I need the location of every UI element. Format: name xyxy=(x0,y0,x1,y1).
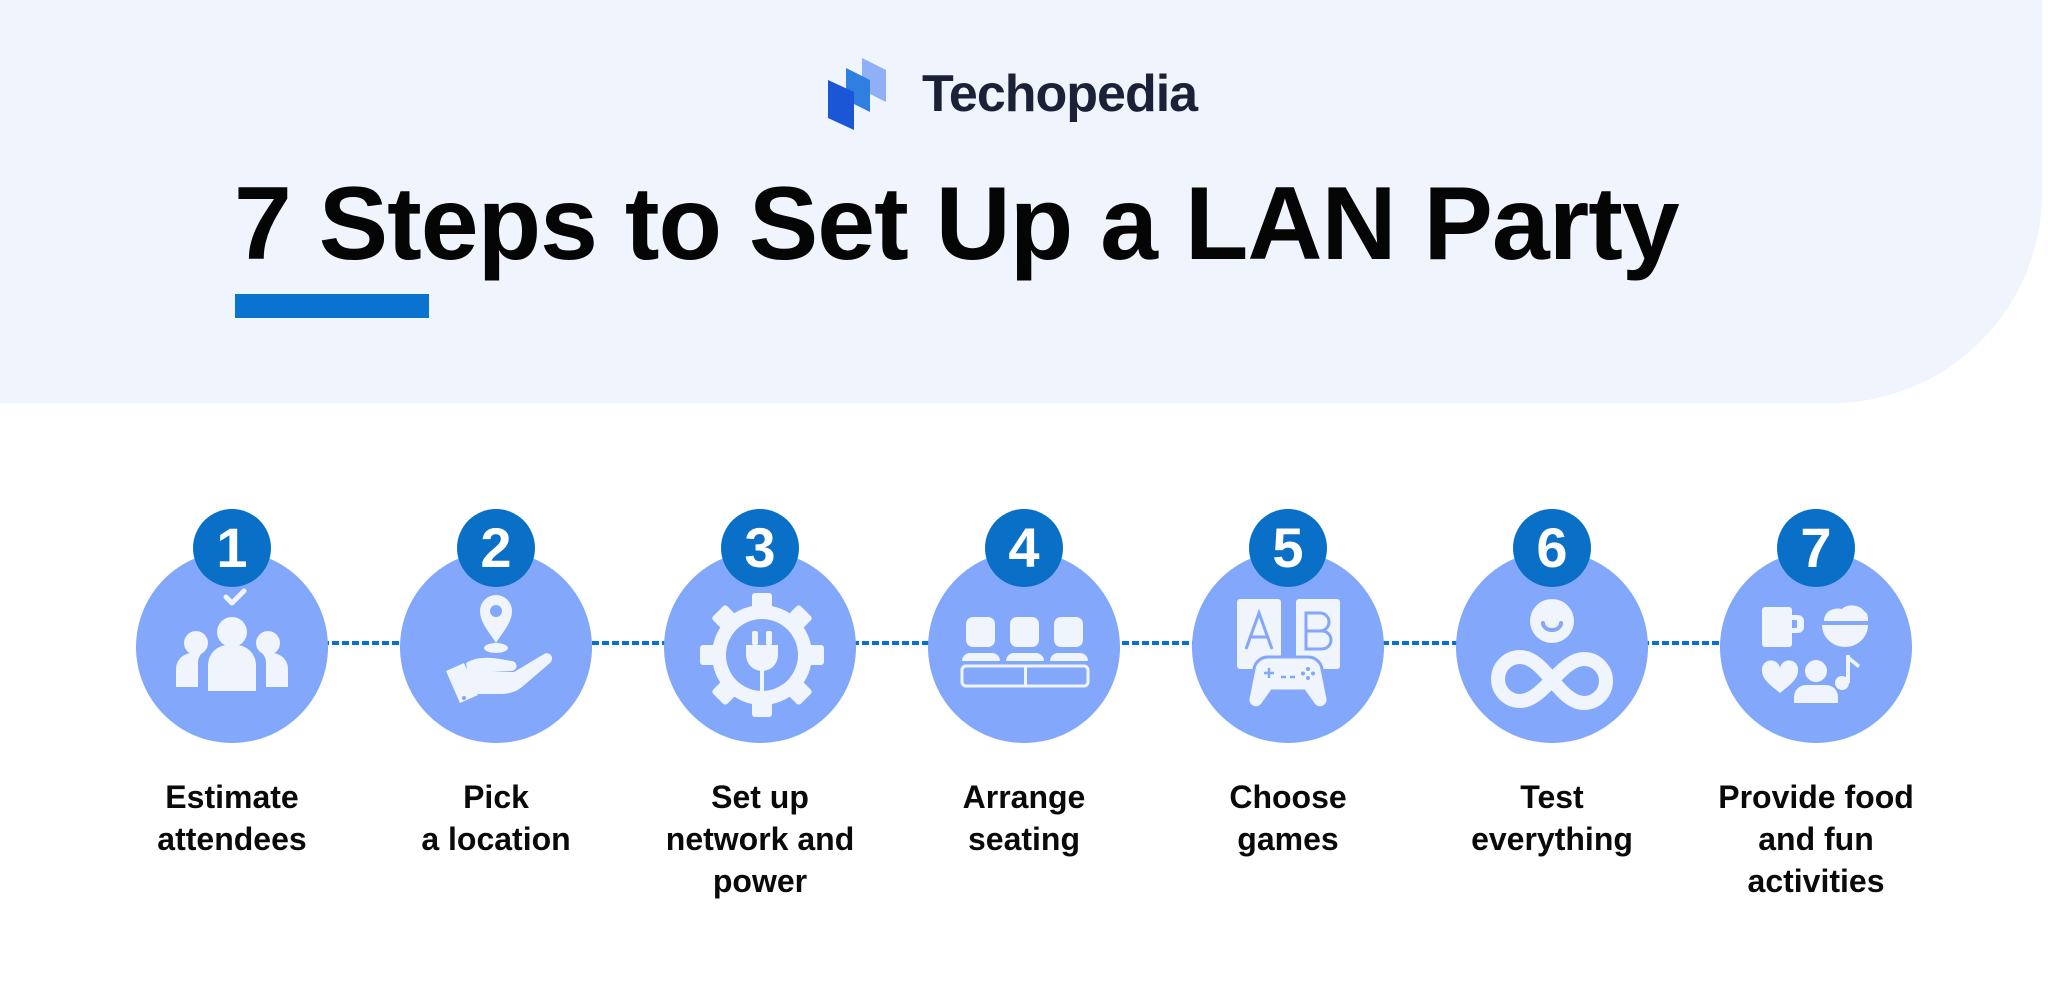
seating-row-icon xyxy=(960,617,1090,688)
step-circle xyxy=(1456,551,1648,743)
techopedia-logo: Techopedia xyxy=(826,56,1198,132)
ab-cards-gamepad-icon xyxy=(1237,599,1340,710)
step-number-badge: 6 xyxy=(1513,509,1591,587)
brand-name: Techopedia xyxy=(922,65,1198,123)
step-number-badge: 5 xyxy=(1249,509,1327,587)
step-2: 2 Pick a location xyxy=(364,0,628,996)
step-number-badge: 2 xyxy=(457,509,535,587)
step-label: Arrange seating xyxy=(962,779,1086,857)
step-5: 5 Choose games xyxy=(1156,0,1420,996)
step-1: 1 Estimate attendees xyxy=(100,0,364,996)
step-circle xyxy=(136,551,328,743)
step-label: Estimate attendees xyxy=(157,779,307,857)
step-3: 3 Set up network and power xyxy=(628,0,892,996)
step-number-badge: 3 xyxy=(721,509,799,587)
person-infinity-icon xyxy=(1491,599,1613,711)
step-label: Set up network and power xyxy=(665,779,855,899)
hand-location-pin-icon xyxy=(446,595,553,703)
person-icon xyxy=(1794,660,1838,703)
food-bowl-icon xyxy=(1822,605,1868,647)
gear-plug-icon xyxy=(700,593,824,717)
mug-icon xyxy=(1762,607,1804,647)
step-label: Test everything xyxy=(1471,779,1633,857)
heart-icon xyxy=(1761,660,1799,693)
title-underline xyxy=(235,294,429,318)
header-background xyxy=(0,0,2042,403)
step-label: Choose games xyxy=(1229,779,1347,857)
food-fun-activities-icon xyxy=(1761,605,1868,703)
step-number-badge: 1 xyxy=(193,509,271,587)
step-6: 6 Test everything xyxy=(1420,0,1684,996)
step-4: 4 Arrange seating xyxy=(892,0,1156,996)
step-7: 7 Provide food and fun activities xyxy=(1684,0,1948,996)
techopedia-logo-mark-icon xyxy=(828,58,886,130)
page-title: 7 Steps to Set Up a LAN Party xyxy=(234,166,1680,282)
people-check-icon xyxy=(176,588,288,691)
step-label: Provide food and fun activities xyxy=(1718,779,1914,899)
step-label: Pick a location xyxy=(421,779,571,857)
step-number-badge: 4 xyxy=(985,509,1063,587)
music-note-icon xyxy=(1835,655,1860,690)
step-number-badge: 7 xyxy=(1777,509,1855,587)
